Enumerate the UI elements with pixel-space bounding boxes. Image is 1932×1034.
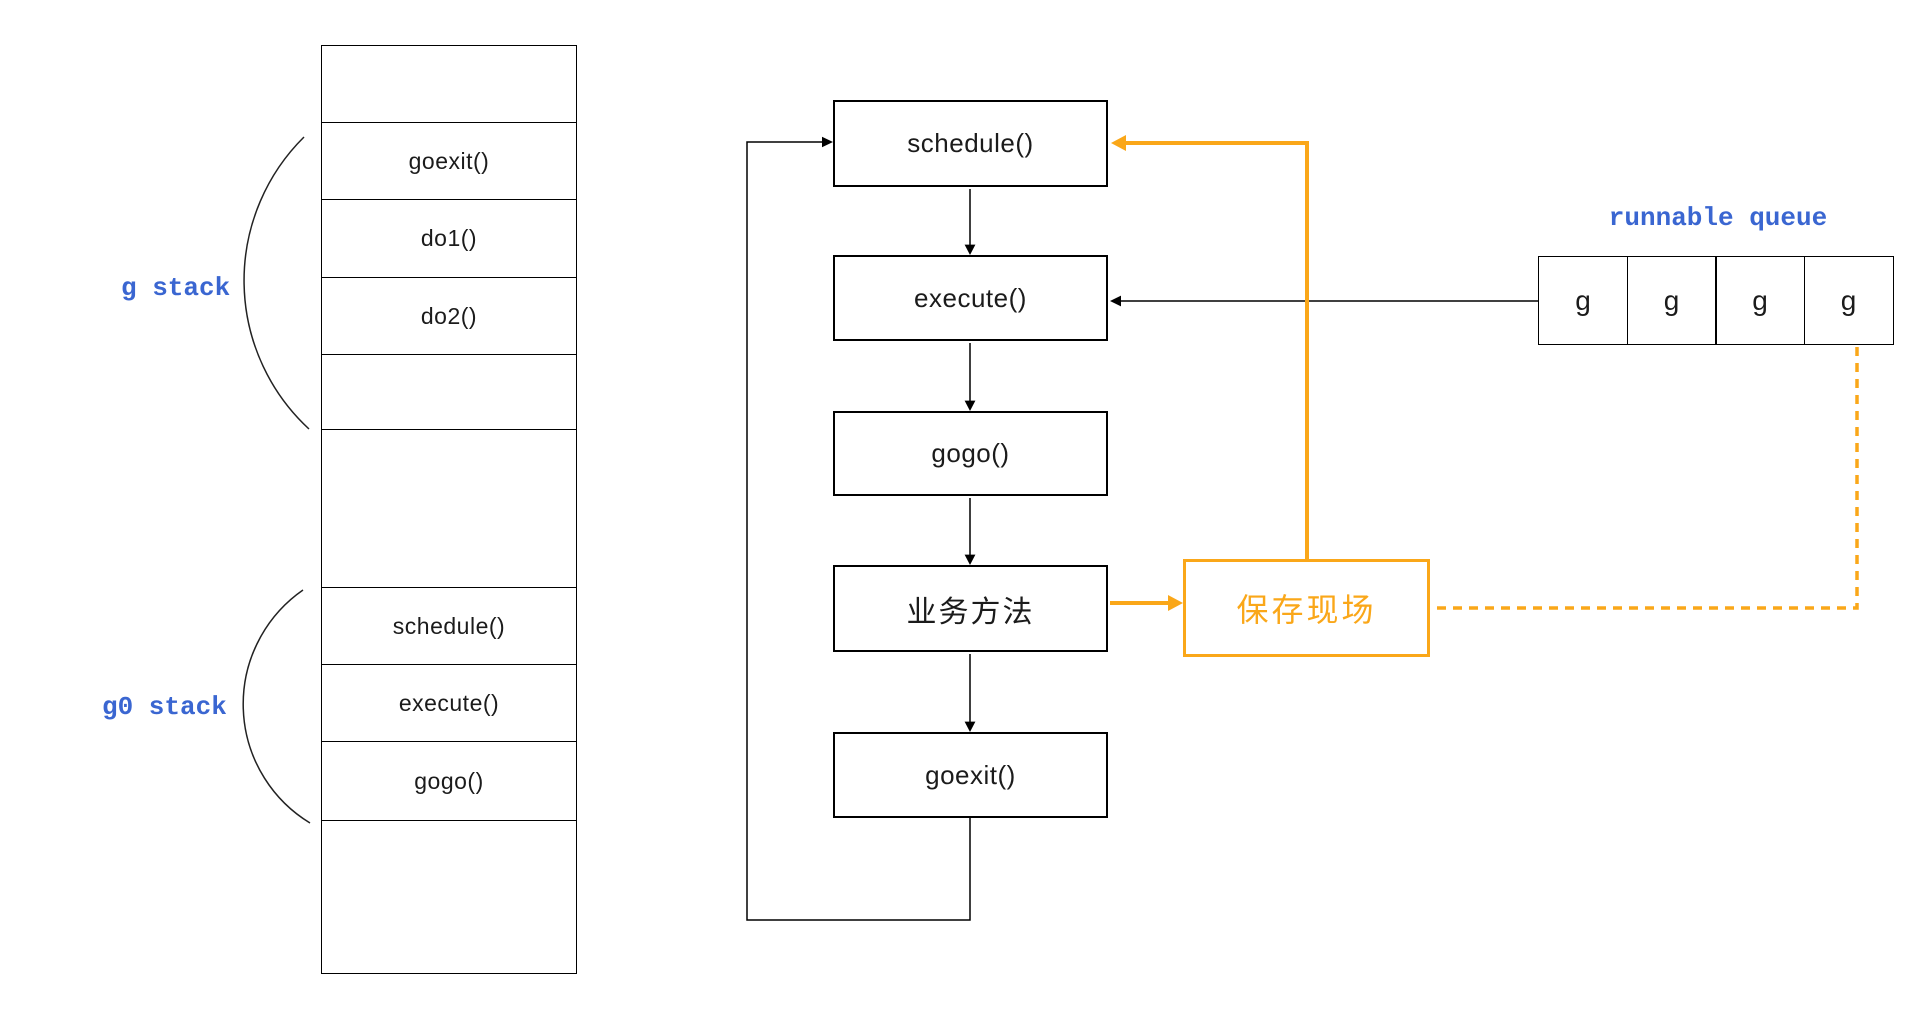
save-context-label: 保存现场 bbox=[1236, 592, 1377, 628]
stack-cell-empty bbox=[322, 355, 576, 430]
g-stack-label: g stack bbox=[121, 273, 231, 303]
stack-cell-empty-bottom bbox=[322, 821, 576, 973]
stack-cell-label: gogo() bbox=[414, 767, 484, 794]
stack-cell-empty-top bbox=[322, 46, 576, 123]
flow-node-label: gogo() bbox=[931, 438, 1010, 468]
stack-cell-empty-tall bbox=[322, 430, 576, 588]
dotted-line-queue-to-save bbox=[1432, 347, 1859, 610]
stack-cell-do1: do1() bbox=[322, 200, 576, 278]
flow-node-goexit: goexit() bbox=[833, 732, 1108, 818]
arrowhead-into-schedule bbox=[822, 136, 833, 148]
g0-stack-brace-arc bbox=[242, 589, 311, 824]
stack-cell-label: schedule() bbox=[392, 612, 506, 639]
stack-cell-label: do2() bbox=[420, 302, 478, 329]
stack-cell-schedule: schedule() bbox=[322, 588, 576, 665]
stack-cell-gogo: gogo() bbox=[322, 742, 576, 821]
stack-cell-goexit: goexit() bbox=[322, 123, 576, 200]
stack-cell-label: do1() bbox=[420, 225, 478, 251]
queue-cell-g: g bbox=[1715, 256, 1805, 345]
arrowhead-business-to-save bbox=[1168, 595, 1183, 611]
g0-stack-label: g0 stack bbox=[102, 692, 227, 722]
flow-node-label: execute() bbox=[914, 282, 1027, 313]
runnable-queue-label: runnable queue bbox=[1608, 203, 1828, 233]
flow-node-gogo: gogo() bbox=[833, 411, 1108, 496]
flow-node-execute: execute() bbox=[833, 255, 1108, 341]
queue-cell-g: g bbox=[1538, 256, 1628, 345]
line-save-to-schedule bbox=[1124, 141, 1309, 559]
stack-cell-execute: execute() bbox=[322, 665, 576, 742]
save-context-box: 保存现场 bbox=[1183, 559, 1430, 657]
stack-cell-label: goexit() bbox=[408, 147, 490, 174]
arrowhead-business-to-goexit bbox=[964, 721, 976, 732]
stack-cell-label: execute() bbox=[398, 689, 500, 716]
queue-cell-label: g bbox=[1663, 284, 1680, 316]
queue-cell-label: g bbox=[1575, 284, 1591, 316]
arrowhead-execute-to-gogo bbox=[964, 400, 976, 411]
arrowhead-save-to-schedule bbox=[1111, 135, 1126, 151]
arrowhead-queue-to-execute bbox=[1110, 295, 1121, 307]
arrowhead-schedule-to-execute bbox=[964, 244, 976, 255]
queue-cell-g: g bbox=[1803, 256, 1894, 345]
memory-stack: goexit() do1() do2() schedule() execute(… bbox=[321, 45, 577, 974]
runnable-queue: g g g g bbox=[1538, 256, 1894, 345]
flow-node-label: goexit() bbox=[925, 759, 1016, 790]
arrowhead-gogo-to-business bbox=[964, 554, 976, 565]
queue-cell-label: g bbox=[1840, 284, 1857, 316]
g-stack-brace-arc bbox=[243, 136, 310, 430]
queue-cell-label: g bbox=[1752, 284, 1768, 316]
flow-node-label: schedule() bbox=[907, 128, 1034, 158]
flow-node-label: 业务方法 bbox=[906, 595, 1035, 629]
stack-cell-do2: do2() bbox=[322, 278, 576, 355]
flow-node-business-method: 业务方法 bbox=[833, 565, 1108, 652]
flow-node-schedule: schedule() bbox=[833, 100, 1108, 187]
queue-cell-g: g bbox=[1626, 256, 1717, 345]
